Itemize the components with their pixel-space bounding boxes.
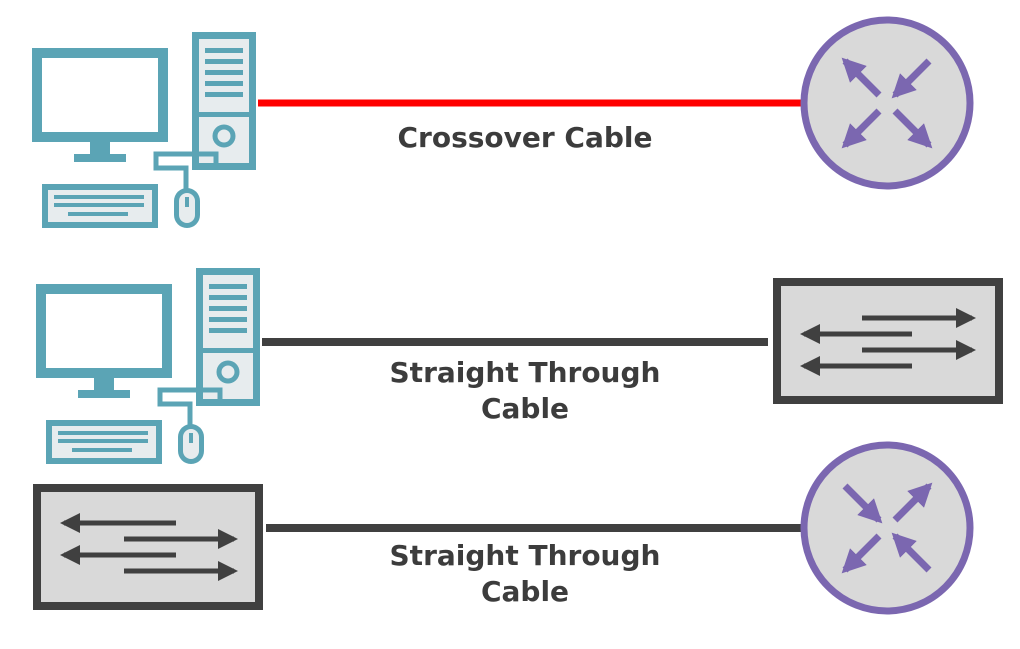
straight-through-cable-label: Straight Through Cable [325,355,725,427]
router-icon [800,16,974,190]
label-line: Straight Through [389,539,661,572]
router-icon [800,441,974,615]
crossover-cable-label: Crossover Cable [325,120,725,156]
pc-icon [32,32,256,228]
pc-icon [36,268,260,464]
label-line: Straight Through [389,356,661,389]
straight-through-cable-label: Straight Through Cable [325,538,725,610]
label-line: Cable [480,392,570,425]
label-line: Cable [480,575,570,608]
label-line: Crossover Cable [397,121,653,154]
switch-icon [773,278,1003,404]
switch-icon [33,484,263,610]
